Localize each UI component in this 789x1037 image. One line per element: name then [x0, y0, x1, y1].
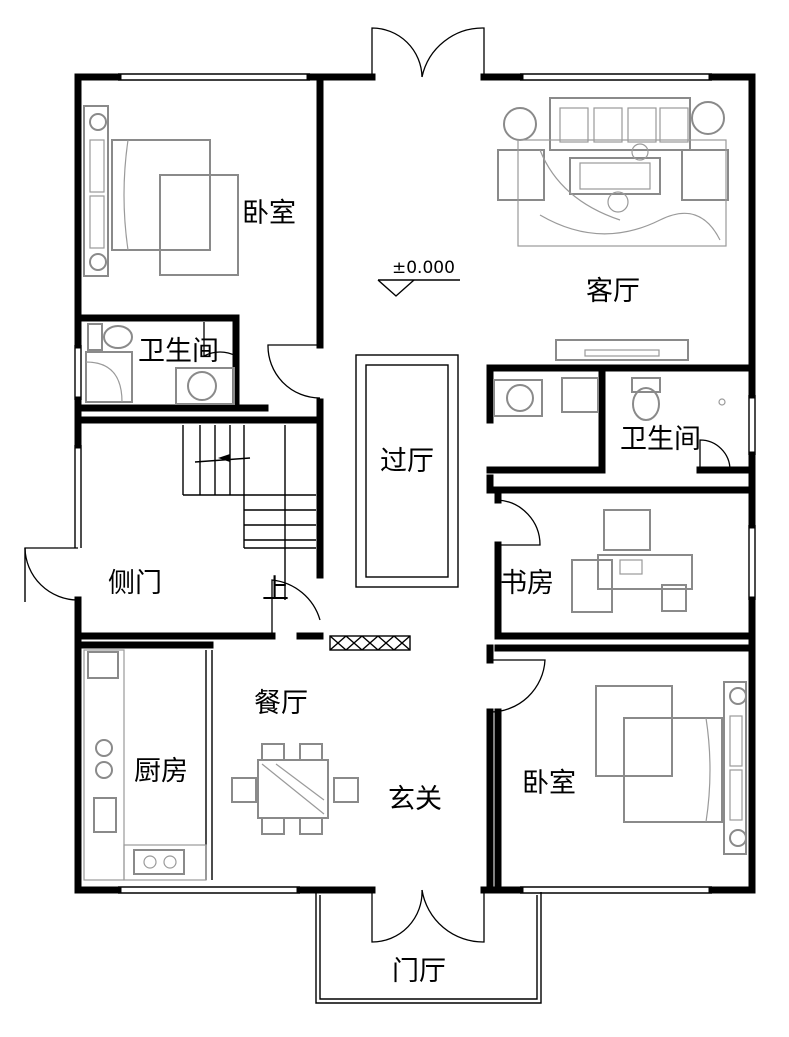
interior-walls [74, 73, 756, 894]
label-study: 书房 [500, 568, 554, 599]
cabinet-strip [329, 635, 411, 651]
label-bath-west: 卫生间 [138, 336, 219, 367]
elevation-marker [377, 279, 460, 297]
label-dining: 餐厅 [254, 688, 308, 719]
label-bedroom-se: 卧室 [522, 768, 576, 799]
label-foyer: 玄关 [388, 784, 442, 815]
bed-se [595, 681, 747, 855]
stairs [182, 425, 316, 600]
label-side-door: 侧门 [108, 568, 162, 599]
bath-west-fixtures [85, 323, 235, 405]
elevation-label: ±0.000 [392, 258, 455, 278]
bed-nw [83, 105, 239, 277]
doors [24, 27, 731, 1004]
dining-set [231, 743, 359, 835]
label-bedroom-nw: 卧室 [242, 198, 296, 229]
label-hall: 过厅 [380, 446, 434, 477]
label-kitchen: 厨房 [134, 756, 188, 787]
hall-void [355, 354, 459, 588]
windows [74, 73, 756, 894]
label-stair-up: 上 [262, 574, 289, 605]
bath-east-fixtures [493, 377, 726, 421]
study-desk [571, 509, 693, 613]
label-porch: 门厅 [392, 956, 446, 987]
sofa-set [497, 97, 729, 247]
label-living-room: 客厅 [586, 276, 640, 307]
label-bath-east: 卫生间 [620, 424, 701, 455]
kitchen-counter [83, 649, 207, 881]
tv-cabinet [555, 339, 689, 361]
